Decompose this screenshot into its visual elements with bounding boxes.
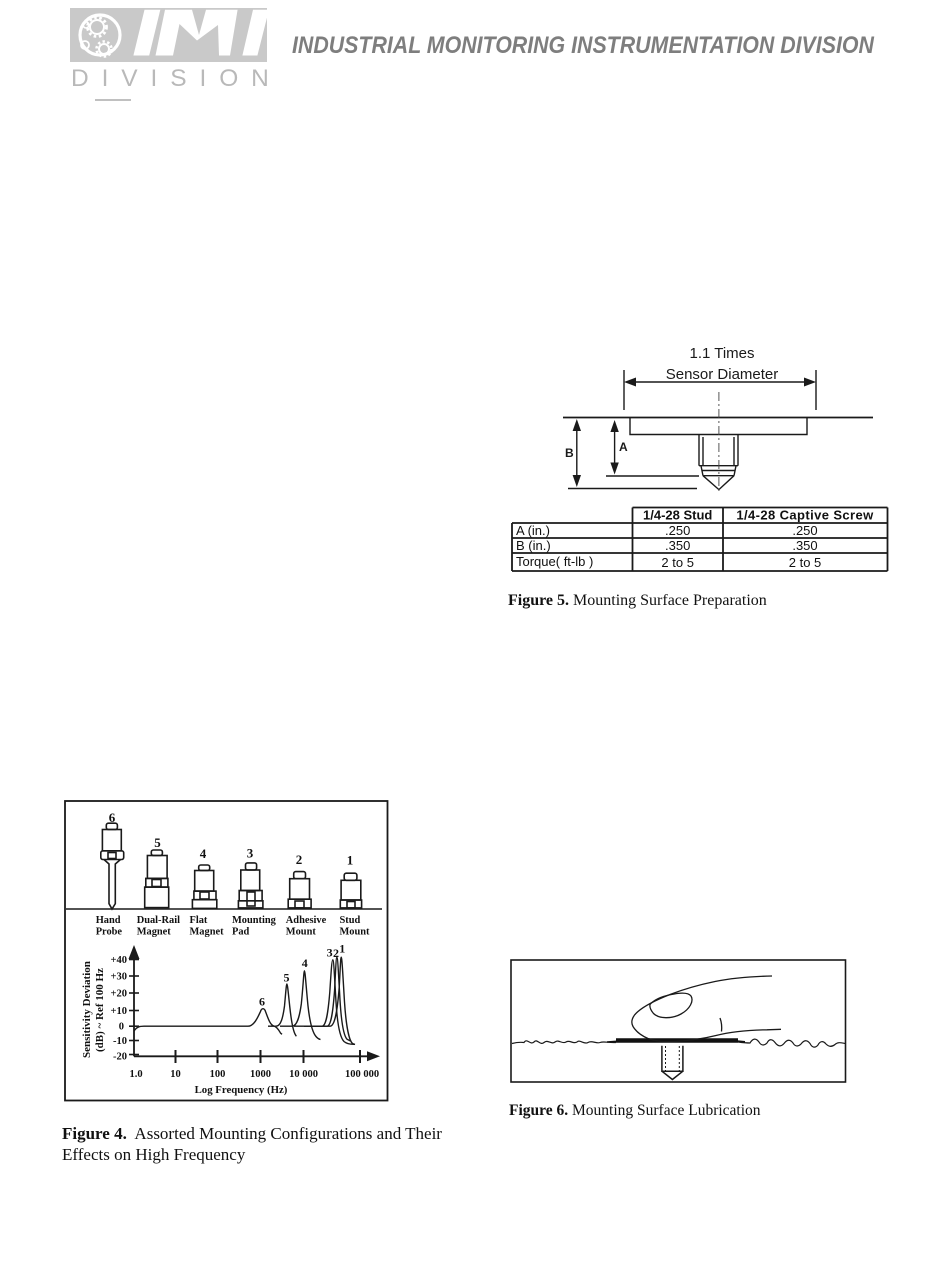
svg-text:5: 5 — [154, 835, 161, 850]
svg-text:1/4-28 Captive Screw: 1/4-28 Captive Screw — [736, 508, 874, 523]
svg-text:1000: 1000 — [250, 1069, 271, 1080]
svg-text:Magnet: Magnet — [137, 927, 172, 938]
svg-text:1: 1 — [339, 941, 345, 955]
svg-text:.250: .250 — [665, 523, 690, 538]
svg-text:2 to 5: 2 to 5 — [661, 555, 694, 570]
svg-text:Stud: Stud — [340, 915, 361, 926]
svg-text:A (in.): A (in.) — [516, 523, 550, 538]
svg-text:1: 1 — [347, 853, 354, 868]
svg-text:Magnet: Magnet — [190, 927, 225, 938]
svg-text:3: 3 — [327, 945, 333, 959]
svg-text:(dB) ~ Ref 100 Hz: (dB) ~ Ref 100 Hz — [94, 968, 106, 1052]
svg-text:Torque( ft-lb ): Torque( ft-lb ) — [516, 554, 593, 569]
svg-text:+10: +10 — [111, 1006, 127, 1017]
svg-text:Sensitivity Deviation: Sensitivity Deviation — [81, 961, 93, 1058]
svg-text:5: 5 — [284, 971, 290, 985]
svg-text:Mount: Mount — [286, 927, 317, 938]
svg-text:100 000: 100 000 — [345, 1069, 379, 1080]
svg-text:4: 4 — [200, 846, 207, 861]
svg-text:B (in.): B (in.) — [516, 538, 551, 553]
svg-text:3: 3 — [247, 846, 254, 861]
svg-text:Pad: Pad — [232, 927, 250, 938]
svg-text:Sensor Diameter: Sensor Diameter — [666, 366, 779, 383]
svg-text:B: B — [565, 446, 574, 460]
svg-text:100: 100 — [210, 1069, 226, 1080]
svg-text:-20: -20 — [113, 1052, 127, 1063]
svg-text:4: 4 — [302, 956, 308, 970]
svg-text:10: 10 — [170, 1069, 181, 1080]
svg-text:2: 2 — [296, 852, 303, 867]
svg-text:6: 6 — [259, 995, 265, 1009]
svg-text:2: 2 — [333, 946, 339, 960]
svg-text:Dual-Rail: Dual-Rail — [137, 915, 180, 926]
svg-text:+30: +30 — [111, 972, 127, 983]
svg-text:1.1 Times: 1.1 Times — [689, 345, 754, 362]
svg-text:Mounting: Mounting — [232, 915, 277, 926]
svg-text:.350: .350 — [792, 538, 817, 553]
svg-text:1/4-28 Stud: 1/4-28 Stud — [643, 508, 712, 523]
svg-text:Flat: Flat — [190, 915, 208, 926]
svg-text:Hand: Hand — [96, 915, 121, 926]
svg-text:.350: .350 — [665, 538, 690, 553]
svg-text:+40: +40 — [111, 955, 127, 966]
svg-text:Mount: Mount — [340, 927, 371, 938]
svg-text:A: A — [619, 440, 628, 454]
svg-text:Adhesive: Adhesive — [286, 915, 327, 926]
svg-text:+20: +20 — [111, 989, 127, 1000]
svg-text:2 to 5: 2 to 5 — [789, 555, 822, 570]
svg-text:.250: .250 — [792, 523, 817, 538]
svg-text:6: 6 — [109, 810, 116, 825]
svg-text:0: 0 — [119, 1022, 124, 1033]
svg-text:Log Frequency (Hz): Log Frequency (Hz) — [195, 1084, 288, 1096]
svg-text:10 000: 10 000 — [289, 1069, 318, 1080]
svg-text:Probe: Probe — [96, 927, 123, 938]
svg-text:1.0: 1.0 — [129, 1069, 142, 1080]
svg-text:-10: -10 — [113, 1036, 127, 1047]
